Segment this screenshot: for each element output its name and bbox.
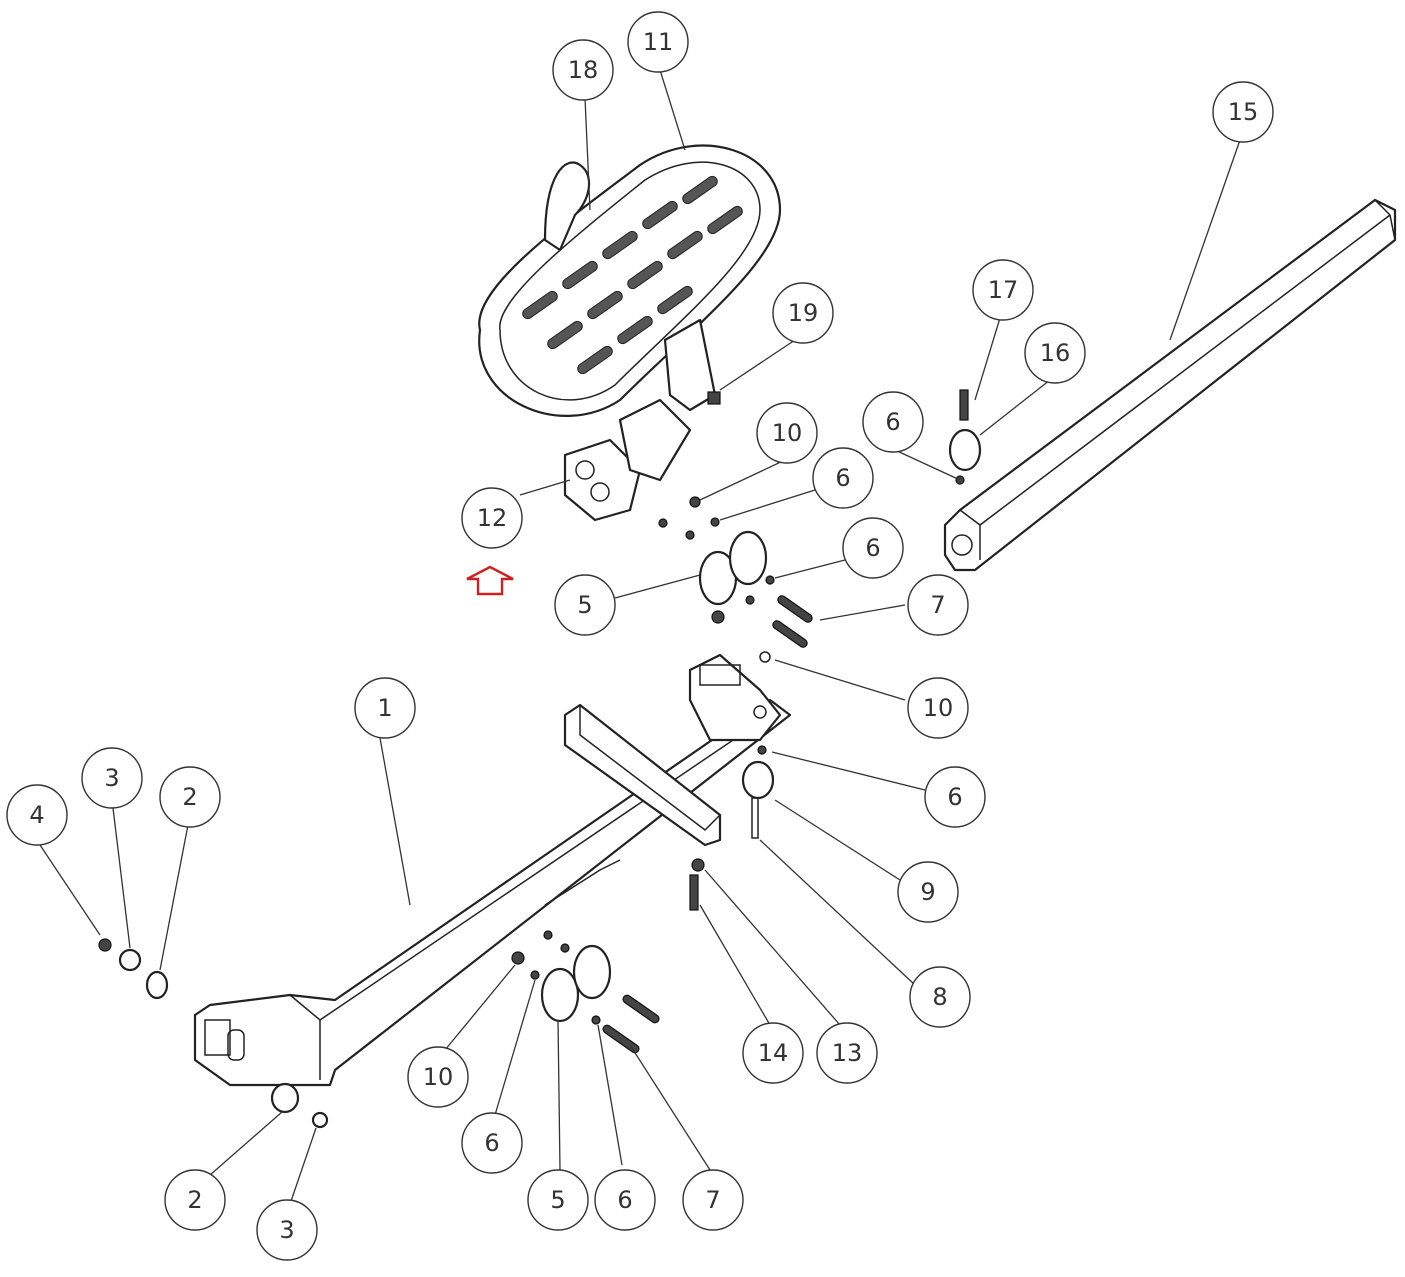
callout-17: 17 [972,259,1034,321]
callout-19: 19 [772,282,834,344]
svg-text:12: 12 [477,504,508,532]
svg-text:9: 9 [920,878,935,906]
callout-15: 15 [1212,81,1274,143]
footrest-pedal [478,144,782,417]
upper-rollers [658,496,813,663]
callout-10-bottom: 10 [407,1046,469,1108]
svg-text:10: 10 [923,694,954,722]
callout-16: 16 [1024,322,1086,384]
callout-10-mid: 10 [907,677,969,739]
svg-text:6: 6 [617,1186,632,1214]
svg-text:4: 4 [29,801,44,829]
callout-8: 8 [909,966,971,1028]
svg-text:5: 5 [577,591,592,619]
callout-6-wheel: 6 [924,766,986,828]
svg-text:3: 3 [104,764,119,792]
svg-text:18: 18 [568,56,599,84]
callout-13: 13 [816,1022,878,1084]
svg-text:7: 7 [705,1186,720,1214]
callout-5-top: 5 [554,574,616,636]
rail-end-hardware [948,389,982,485]
svg-text:14: 14 [758,1039,789,1067]
callout-11: 11 [627,11,689,73]
svg-text:1: 1 [377,694,392,722]
callout-6-rail: 6 [862,391,924,453]
callout-3-bottom: 3 [256,1199,318,1261]
callouts: 11 18 15 17 16 19 10 6 6 6 12 5 7 10 1 6… [6,11,1274,1261]
svg-text:11: 11 [643,28,674,56]
svg-text:2: 2 [182,783,197,811]
callout-4: 4 [6,784,68,846]
svg-text:6: 6 [484,1129,499,1157]
svg-text:19: 19 [788,299,819,327]
callout-5-bottom: 5 [527,1169,589,1231]
svg-text:17: 17 [988,276,1019,304]
callout-7-top: 7 [907,574,969,636]
callout-12: 12 [461,487,523,549]
callout-1: 1 [354,677,416,739]
svg-text:7: 7 [930,591,945,619]
svg-text:13: 13 [832,1039,863,1067]
svg-text:8: 8 [932,983,947,1011]
callout-6-top: 6 [812,447,874,509]
svg-text:6: 6 [947,783,962,811]
frame-bolts [689,858,705,911]
callout-6-bottom-left: 6 [461,1112,523,1174]
callout-7-bottom: 7 [682,1169,744,1231]
svg-text:6: 6 [835,464,850,492]
center-wheel [741,745,775,839]
callout-10-top: 10 [756,402,818,464]
svg-text:10: 10 [423,1063,454,1091]
end-caps [98,938,329,1129]
lower-rollers [511,930,660,1054]
callout-3-left: 3 [81,747,143,809]
svg-text:16: 16 [1040,339,1071,367]
svg-text:15: 15 [1228,98,1259,126]
pedal-bracket [563,398,692,522]
svg-text:5: 5 [550,1186,565,1214]
main-frame [193,653,792,1087]
callout-6-bottom-right: 6 [594,1169,656,1231]
svg-text:2: 2 [187,1186,202,1214]
callout-9: 9 [897,861,959,923]
red-up-arrow-icon [466,565,514,596]
callout-18: 18 [552,39,614,101]
callout-2-bottom: 2 [164,1169,226,1231]
svg-text:10: 10 [772,419,803,447]
rail [943,198,1397,572]
callout-2-left: 2 [159,766,221,828]
svg-text:3: 3 [279,1216,294,1244]
pedal-tread [522,175,743,375]
svg-text:6: 6 [885,408,900,436]
callout-14: 14 [742,1022,804,1084]
callout-6-mid: 6 [842,517,904,579]
leader-lines [39,69,1241,1211]
svg-text:6: 6 [865,534,880,562]
